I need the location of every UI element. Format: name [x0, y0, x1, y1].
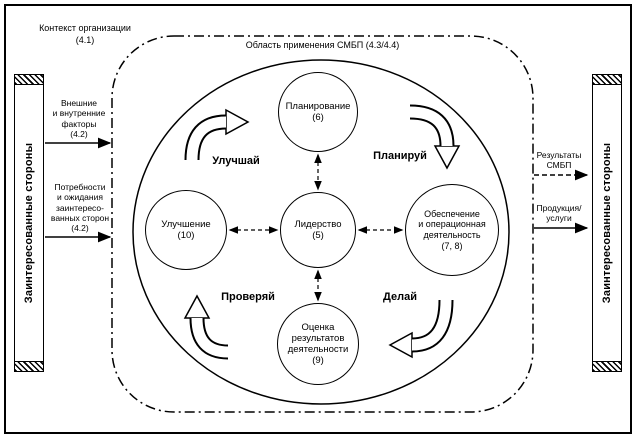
circle-line: (7, 8): [441, 240, 463, 251]
label-line: Продукция/: [536, 203, 582, 213]
context-label: Контекст организации (4.1): [26, 22, 144, 46]
circle-line: (10): [177, 230, 195, 241]
context-label-line: Контекст организации: [39, 23, 131, 33]
circle-line: Лидерство: [294, 218, 342, 230]
circle-line: Планирование: [285, 100, 351, 112]
stakeholders-bar-right: Заинтересованные стороны: [592, 74, 622, 372]
outer-border: [4, 4, 632, 434]
cycle-label-plan: Планируй: [373, 150, 427, 162]
circle-line: (6): [312, 112, 324, 123]
circle-line: и операционная: [418, 219, 486, 230]
stakeholders-bar-left: Заинтересованные стороны: [14, 74, 44, 372]
label-line: факторы: [61, 118, 97, 129]
circle-line: результатов: [291, 332, 345, 344]
output-label-products: Продукция/ услуги: [527, 203, 591, 224]
circle-improvement: Улучшение (10): [145, 190, 227, 270]
cycle-label-act: Улучшай: [212, 155, 260, 167]
stakeholders-right-label: Заинтересованные стороны: [601, 142, 613, 304]
circle-line: Оценка: [301, 321, 335, 333]
circle-leadership: Лидерство (5): [280, 192, 356, 268]
circle-line: (5): [312, 230, 324, 241]
input-label-factors: Внешние и внутренние факторы (4.2): [46, 98, 112, 139]
curved-arrow-plan: [409, 104, 461, 170]
stakeholders-left-label: Заинтересованные стороны: [23, 142, 35, 304]
curved-arrow-act: [184, 108, 250, 161]
label-line: Потребности: [54, 182, 106, 192]
scope-label: Область применения СМБП (4.3/4.4): [245, 40, 400, 50]
circle-line: Улучшение: [161, 218, 211, 230]
scope-boundary: [111, 35, 534, 413]
label-line: Внешние: [60, 98, 98, 108]
hatch-strip: [593, 361, 621, 371]
label-line: заинтересо-: [56, 202, 104, 213]
curved-arrow-do: [388, 299, 454, 359]
circle-line: (9): [312, 355, 324, 367]
label-line: Результаты: [536, 150, 582, 160]
label-line: услуги: [546, 213, 572, 224]
hatch-strip: [593, 75, 621, 85]
circle-planning: Планирование (6): [278, 72, 358, 152]
cycle-label-check: Проверяй: [221, 291, 275, 303]
label-line: (4.2): [71, 223, 89, 234]
label-line: ванных сторон: [50, 213, 110, 224]
circle-line: деятельности: [287, 344, 349, 355]
hatch-strip: [15, 361, 43, 371]
circle-operation: Обеспечение и операционная деятельность …: [405, 184, 499, 276]
label-line: (4.2): [70, 129, 88, 140]
cycle-label-do: Делай: [383, 291, 417, 303]
context-label-ref: (4.1): [75, 35, 95, 46]
label-line: СМБП: [546, 160, 572, 171]
circle-evaluation: Оценка результатов деятельности (9): [277, 303, 359, 385]
hatch-strip: [15, 75, 43, 85]
circle-line: деятельность: [423, 230, 481, 240]
input-label-needs: Потребности и ожидания заинтересо- ванны…: [44, 182, 116, 234]
output-label-results: Результаты СМБП: [527, 150, 591, 171]
curved-arrow-check: [183, 294, 229, 360]
label-line: и внутренние: [52, 108, 106, 119]
circle-line: Обеспечение: [424, 208, 480, 219]
label-line: и ожидания: [57, 192, 103, 203]
